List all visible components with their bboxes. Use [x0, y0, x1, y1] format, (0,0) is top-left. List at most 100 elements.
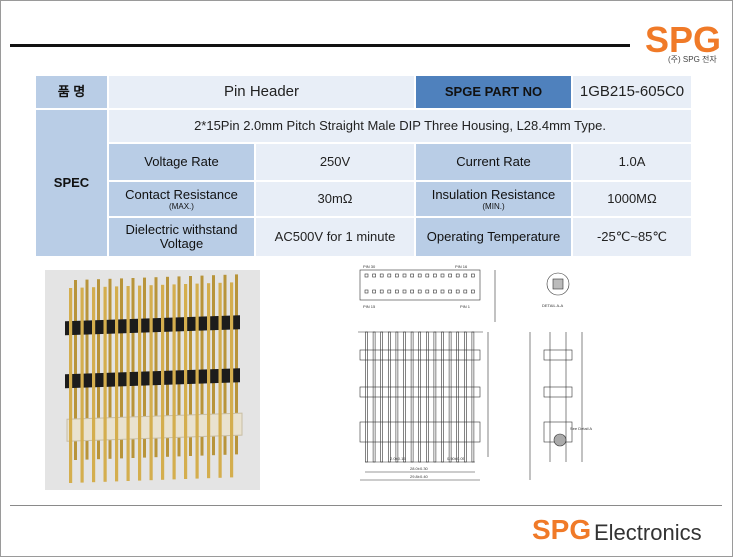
pin-square — [379, 273, 384, 278]
header-rule — [10, 44, 630, 47]
pin-square — [410, 273, 414, 278]
pin-square — [364, 273, 369, 278]
pin-square — [402, 273, 407, 278]
product-name: Pin Header — [107, 74, 416, 110]
technical-drawing-side: DETAIL A-A See Detail A — [529, 272, 592, 480]
technical-drawing-front: PIN 30 PIN 16 PIN 15 PIN 1 2.0±0.15 0.50… — [358, 264, 496, 481]
part-no-label: SPGE PART NO — [414, 74, 573, 110]
spec-label-insulation-resistance: Insulation Resistance(MIN.) — [414, 180, 573, 218]
product-photo — [45, 270, 260, 490]
label-pin30: PIN 30 — [363, 264, 376, 269]
pin — [230, 282, 234, 478]
spec-value-dielectric: AC500V for 1 minute — [254, 216, 416, 258]
dim-pitch: 2.0±0.15 — [390, 456, 406, 461]
pin — [177, 276, 181, 457]
spec-label-operating-temp: Operating Temperature — [414, 216, 573, 258]
footer-logo-text: SPG — [532, 514, 591, 545]
pin — [115, 286, 119, 482]
pin-square — [417, 273, 422, 278]
label-pin1: PIN 1 — [460, 304, 471, 309]
pin — [74, 280, 77, 460]
footer-electronics-text: Electronics — [594, 520, 702, 545]
pin-square — [387, 289, 392, 294]
spec-table: 품 명 Pin Header SPGE PART NO 1GB215-605C0… — [34, 74, 693, 258]
pin — [138, 285, 142, 481]
pin-square — [448, 289, 452, 294]
dim-width-1: 28.0±0.30 — [410, 466, 429, 471]
spec-value-current-rate: 1.0A — [571, 142, 693, 182]
label-see-detail: See Detail A — [570, 426, 592, 431]
pin-square — [395, 273, 399, 278]
pin — [172, 284, 176, 480]
pin — [149, 285, 153, 481]
pin-square — [402, 289, 407, 294]
spec-label-contact-resistance: Contact Resistance(MAX.) — [107, 180, 256, 218]
pin-square — [379, 289, 384, 294]
footer-rule — [10, 505, 722, 506]
pin-array-front — [69, 282, 234, 483]
pin-square — [395, 289, 399, 294]
product-name-label: 품 명 — [34, 74, 109, 110]
pin-square — [433, 289, 437, 294]
spec-label-dielectric: Dielectric withstand Voltage — [107, 216, 256, 258]
pin-array-back — [74, 274, 238, 460]
spec-description: 2*15Pin 2.0mm Pitch Straight Male DIP Th… — [107, 108, 693, 144]
spec-value-contact-resistance: 30mΩ — [254, 180, 416, 218]
pin-square — [455, 289, 460, 294]
pin — [207, 283, 211, 479]
pin-square — [471, 273, 475, 278]
spec-value-operating-temp: -25℃~85℃ — [571, 216, 693, 258]
pin — [212, 275, 215, 456]
spec-value-insulation-resistance: 1000MΩ — [571, 180, 693, 218]
pin — [131, 278, 135, 458]
spec-label-voltage-rate: Voltage Rate — [107, 142, 256, 182]
pin-square — [440, 289, 445, 294]
pin — [85, 279, 89, 460]
pin-square — [417, 289, 422, 294]
pin — [154, 277, 158, 458]
pin-square — [372, 289, 376, 294]
pin-square — [455, 273, 460, 278]
top-view-pins — [364, 273, 475, 294]
pin — [143, 277, 146, 458]
pin — [69, 288, 73, 483]
pin-square — [433, 273, 437, 278]
pin — [184, 284, 188, 479]
pin — [200, 275, 204, 456]
logo-subtitle: (주) SPG 전자 — [668, 55, 717, 64]
pin-square — [410, 289, 414, 294]
pin — [120, 278, 123, 459]
pin-square — [425, 273, 430, 278]
pin-square — [463, 273, 468, 278]
label-detail: DETAIL A-A — [542, 303, 563, 308]
pin-square — [425, 289, 430, 294]
pin — [166, 276, 169, 457]
spec-value-voltage-rate: 250V — [254, 142, 416, 182]
pin — [235, 274, 238, 455]
pin-square — [463, 289, 468, 294]
pin — [103, 286, 107, 482]
pin — [161, 284, 165, 480]
pin-square — [364, 289, 369, 294]
part-no: 1GB215-605C0 — [571, 74, 693, 110]
pin — [126, 286, 130, 481]
pin-square — [387, 273, 392, 278]
spec-label: SPEC — [34, 108, 109, 258]
label-pin16: PIN 16 — [455, 264, 468, 269]
spg-electronics-logo: SPG Electronics — [532, 514, 702, 545]
pin-square — [448, 273, 452, 278]
pin — [223, 274, 227, 455]
pin — [189, 276, 192, 456]
logo-text: SPG — [645, 19, 721, 60]
spg-logo-top: SPG — [645, 19, 721, 60]
pin — [97, 279, 100, 460]
label-pin15: PIN 15 — [363, 304, 376, 309]
dim-width-2: 29.8±0.40 — [410, 474, 429, 479]
pin-square — [372, 273, 376, 278]
dim-tolerance: 0.50±0.05 — [447, 456, 466, 461]
pin-square — [471, 289, 475, 294]
pin-square — [440, 273, 445, 278]
spec-label-current-rate: Current Rate — [414, 142, 573, 182]
pin — [108, 278, 112, 459]
pin — [195, 283, 199, 479]
